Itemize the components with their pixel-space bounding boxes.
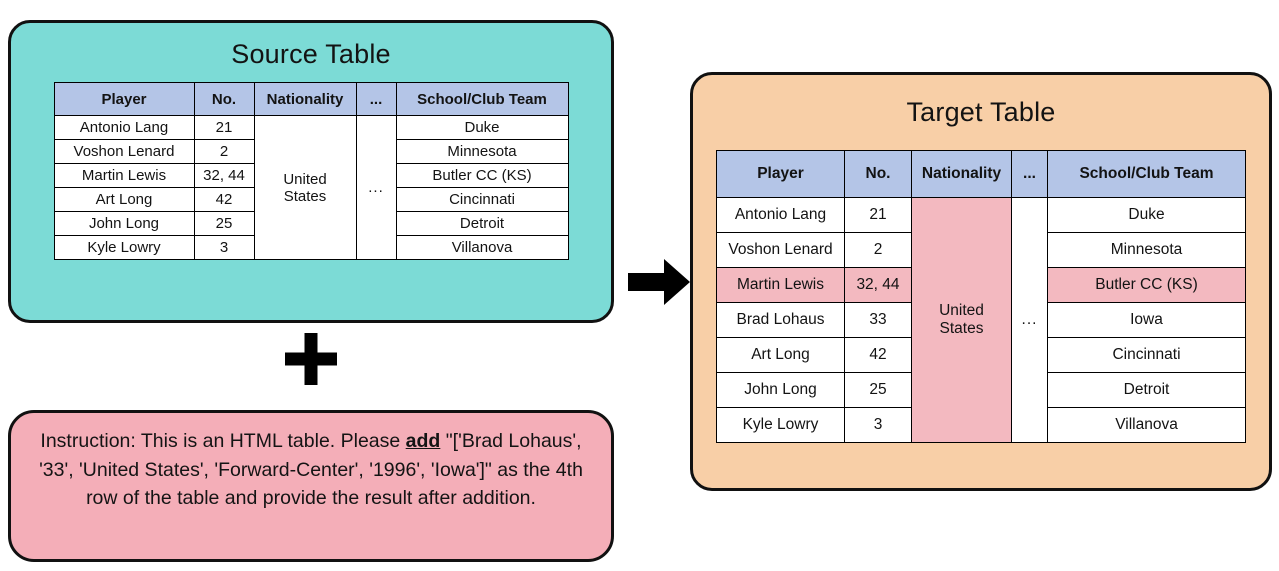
target-header-no: No.: [844, 150, 912, 198]
source-cell-no: 32, 44: [193, 163, 255, 188]
source-cell-no: 25: [193, 211, 255, 236]
target-cell-team: Butler CC (KS): [1047, 267, 1246, 303]
source-cell-team: Butler CC (KS): [395, 163, 569, 188]
source-table-panel: Source Table Player No. Nationality ... …: [8, 20, 614, 323]
target-cell-no: 33: [844, 302, 912, 338]
source-cell-player: Art Long: [53, 187, 195, 212]
target-table-row-highlighted: Martin Lewis 32, 44 Butler CC (KS): [716, 267, 1246, 303]
plus-icon: [285, 333, 337, 385]
source-header-nationality: Nationality: [253, 82, 357, 116]
target-table: Player No. Nationality ... School/Club T…: [716, 150, 1246, 443]
target-cell-no: 21: [844, 197, 912, 233]
source-header-ellipsis: ...: [355, 82, 397, 116]
source-cell-team: Duke: [395, 115, 569, 140]
target-cell-player: Art Long: [716, 337, 845, 373]
source-header-no: No.: [193, 82, 255, 116]
source-cell-player: Kyle Lowry: [53, 235, 195, 260]
target-cell-no: 32, 44: [844, 267, 912, 303]
target-cell-team: Iowa: [1047, 302, 1246, 338]
target-cell-player: Antonio Lang: [716, 197, 845, 233]
source-cell-ellipsis: ...: [355, 115, 397, 260]
source-table-row: Martin Lewis 32, 44 Butler CC (KS): [53, 163, 569, 188]
target-cell-team: Cincinnati: [1047, 337, 1246, 373]
instruction-prefix: Instruction: This is an HTML table. Plea…: [40, 430, 406, 452]
arrow-right-icon: [628, 257, 690, 307]
target-panel-title: Target Table: [906, 97, 1056, 127]
source-cell-no: 42: [193, 187, 255, 212]
source-cell-team: Minnesota: [395, 139, 569, 164]
target-cell-ellipsis: ...: [1011, 197, 1048, 443]
source-table-row: Voshon Lenard 2 Minnesota: [53, 139, 569, 164]
source-header-player: Player: [53, 82, 195, 116]
target-header-player: Player: [716, 150, 845, 198]
target-table-row: Voshon Lenard 2 Minnesota: [716, 232, 1246, 268]
target-header-nationality: Nationality: [911, 150, 1012, 198]
target-cell-player: Voshon Lenard: [716, 232, 845, 268]
source-cell-team: Villanova: [395, 235, 569, 260]
source-cell-no: 2: [193, 139, 255, 164]
target-cell-team: Minnesota: [1047, 232, 1246, 268]
target-table-row: Kyle Lowry 3 Villanova: [716, 407, 1246, 443]
target-cell-nationality: United States: [911, 197, 1012, 443]
target-cell-player: Brad Lohaus: [716, 302, 845, 338]
instruction-panel: Instruction: This is an HTML table. Plea…: [8, 410, 614, 562]
target-table-header-row: Player No. Nationality ... School/Club T…: [716, 150, 1246, 198]
source-table-row: Antonio Lang 21 United States ... Duke: [53, 115, 569, 260]
source-panel-title: Source Table: [231, 39, 391, 69]
target-table-row: Antonio Lang 21 United States ... Duke: [716, 197, 1246, 443]
source-cell-player: Martin Lewis: [53, 163, 195, 188]
nationality-line-2: States: [283, 187, 327, 205]
target-cell-player: Kyle Lowry: [716, 407, 845, 443]
target-cell-no: 2: [844, 232, 912, 268]
source-cell-no: 21: [193, 115, 255, 140]
source-cell-team: Detroit: [395, 211, 569, 236]
nationality-line-1: United: [283, 170, 327, 188]
target-table-panel: Target Table Player No. Nationality ... …: [690, 72, 1272, 491]
target-table-row: Art Long 42 Cincinnati: [716, 337, 1246, 373]
target-cell-no: 25: [844, 372, 912, 408]
source-cell-nationality: United States: [253, 115, 357, 260]
source-table-header-row: Player No. Nationality ... School/Club T…: [53, 82, 569, 116]
instruction-text: Instruction: This is an HTML table. Plea…: [11, 413, 611, 513]
source-cell-player: Voshon Lenard: [53, 139, 195, 164]
nationality-line-2: States: [939, 320, 984, 337]
target-cell-no: 42: [844, 337, 912, 373]
target-cell-no: 3: [844, 407, 912, 443]
target-cell-team: Villanova: [1047, 407, 1246, 443]
source-cell-player: John Long: [53, 211, 195, 236]
target-table-row: Brad Lohaus 33 Iowa: [716, 302, 1246, 338]
target-cell-player: John Long: [716, 372, 845, 408]
source-header-team: School/Club Team: [395, 82, 569, 116]
instruction-suffix: "['Brad Lohaus', '33', 'United States', …: [39, 430, 583, 510]
nationality-line-1: United: [939, 302, 984, 319]
source-cell-team: Cincinnati: [395, 187, 569, 212]
source-table-row: Kyle Lowry 3 Villanova: [53, 235, 569, 260]
target-cell-team: Duke: [1047, 197, 1246, 233]
source-cell-player: Antonio Lang: [53, 115, 195, 140]
target-cell-team: Detroit: [1047, 372, 1246, 408]
source-table: Player No. Nationality ... School/Club T…: [53, 82, 569, 260]
target-header-ellipsis: ...: [1011, 150, 1048, 198]
target-cell-player: Martin Lewis: [716, 267, 845, 303]
source-table-wrapper: Player No. Nationality ... School/Club T…: [11, 82, 611, 260]
instruction-emphasis: add: [405, 430, 441, 452]
target-header-team: School/Club Team: [1047, 150, 1246, 198]
target-table-wrapper: Player No. Nationality ... School/Club T…: [693, 150, 1269, 443]
source-cell-no: 3: [193, 235, 255, 260]
